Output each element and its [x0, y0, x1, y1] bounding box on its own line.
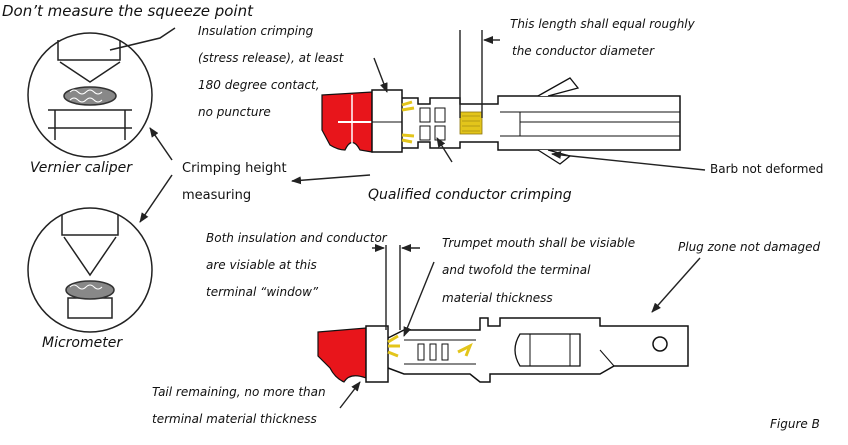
vernier-caliper-illustration [27, 27, 176, 158]
crimp-height-line-2: measuring [182, 188, 252, 203]
bottom-terminal [317, 317, 689, 383]
crimp-height-arrows [139, 127, 371, 223]
length-note-line-1: This length shall equal roughly [510, 17, 695, 31]
tail-line-1: Tail remaining, no more than [152, 385, 326, 399]
micrometer-label: Micrometer [42, 335, 123, 351]
both-visible-line-2: are visiable at this [206, 258, 317, 272]
top-terminal-leaders [373, 30, 706, 171]
trumpet-line-1: Trumpet mouth shall be visiable [442, 236, 636, 250]
insulation-crimp-line-2: (stress release), at least [198, 51, 344, 65]
insulation-crimp-line-4: no puncture [198, 105, 271, 119]
trumpet-line-3: material thickness [442, 291, 553, 305]
qualified-crimping-title: Qualified conductor crimping [368, 187, 572, 203]
both-visible-line-1: Both insulation and conductor [206, 231, 387, 245]
figure-caption: Figure B [770, 417, 820, 431]
insulation-crimp-line-1: Insulation crimping [198, 24, 314, 38]
both-visible-line-3: terminal “window” [206, 285, 319, 299]
dont-measure-label: Don’t measure the squeeze point [2, 2, 253, 20]
bottom-terminal-leaders [339, 244, 701, 409]
micrometer-illustration [27, 207, 153, 333]
plug-zone-label: Plug zone not damaged [678, 240, 821, 254]
tail-line-2: terminal material thickness [152, 412, 317, 426]
length-note-line-2: the conductor diameter [512, 44, 655, 58]
vernier-caliper-label: Vernier caliper [30, 160, 133, 176]
crimp-height-line-1: Crimping height [182, 161, 287, 176]
insulation-crimp-line-3: 180 degree contact, [198, 78, 320, 92]
barb-label: Barb not deformed [710, 162, 824, 176]
trumpet-line-2: and twofold the terminal [442, 263, 591, 277]
top-terminal [321, 77, 681, 165]
